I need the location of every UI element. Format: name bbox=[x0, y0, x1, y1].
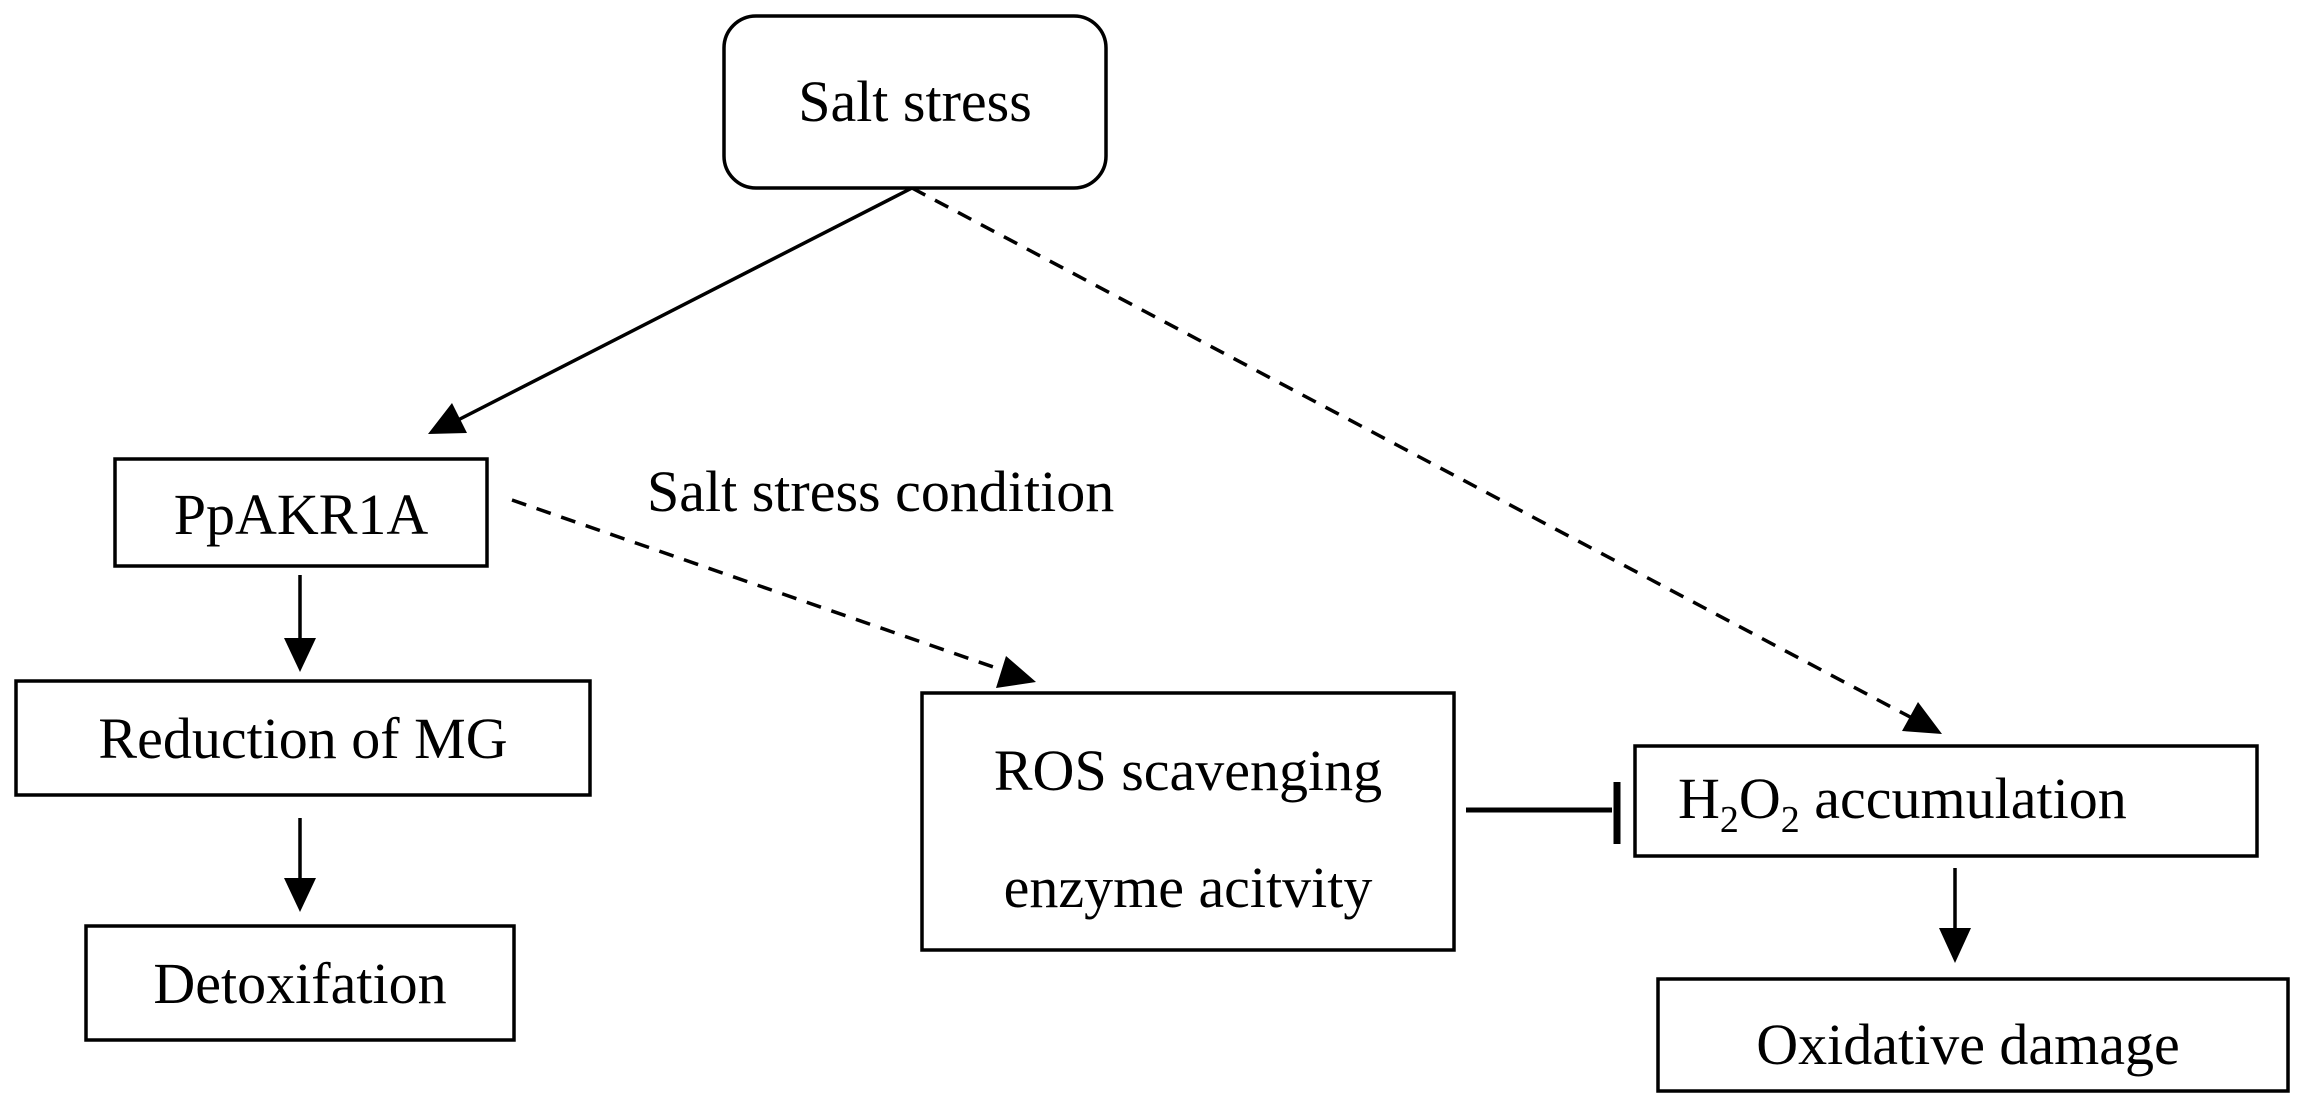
edge-ppakr1a-to-reduction-mg bbox=[284, 575, 316, 672]
node-ros-line2: enzyme acitvity bbox=[1004, 855, 1373, 920]
edge-salt-stress-to-h2o2 bbox=[911, 186, 1942, 734]
h2o2-rest: accumulation bbox=[1800, 766, 2127, 831]
node-h2o2-accumulation: H2O2 accumulation bbox=[1633, 744, 2259, 858]
node-h2o2-label: H2O2 accumulation bbox=[1678, 766, 2127, 841]
node-detoxification-label: Detoxifation bbox=[153, 951, 446, 1016]
h2o2-h: H bbox=[1678, 766, 1720, 831]
node-oxidative-damage: Oxidative damage bbox=[1656, 977, 2290, 1093]
node-reduction-of-mg: Reduction of MG bbox=[14, 679, 592, 797]
arrowhead bbox=[284, 638, 316, 672]
node-oxidative-damage-label: Oxidative damage bbox=[1756, 1012, 2180, 1077]
node-detoxification: Detoxifation bbox=[84, 924, 516, 1042]
label-salt-stress-condition: Salt stress condition bbox=[647, 459, 1114, 524]
arrowhead bbox=[1902, 702, 1942, 734]
node-ros-scavenging: ROS scavenging enzyme acitvity bbox=[920, 691, 1456, 952]
node-salt-stress-label: Salt stress bbox=[798, 69, 1032, 134]
arrowhead bbox=[996, 656, 1036, 688]
node-salt-stress: Salt stress bbox=[722, 14, 1108, 190]
edge-ros-inhibits-h2o2 bbox=[1466, 782, 1621, 844]
node-ros-line1: ROS scavenging bbox=[994, 738, 1382, 803]
arrowhead bbox=[1939, 928, 1971, 963]
node-ppakr1a-label: PpAKR1A bbox=[174, 482, 429, 547]
node-reduction-of-mg-label: Reduction of MG bbox=[98, 706, 507, 771]
h2o2-subscript-1: 2 bbox=[1720, 799, 1739, 841]
arrowhead bbox=[428, 403, 467, 434]
edge-reduction-mg-to-detox bbox=[284, 818, 316, 912]
edge-h2o2-to-oxidative-damage bbox=[1939, 868, 1971, 963]
h2o2-o: O bbox=[1739, 766, 1781, 831]
arrowhead bbox=[284, 878, 316, 912]
h2o2-subscript-2: 2 bbox=[1781, 799, 1800, 841]
edge-ppakr1a-to-ros bbox=[511, 498, 1036, 688]
node-ppakr1a: PpAKR1A bbox=[113, 457, 489, 568]
edge-salt-stress-to-ppakr1a bbox=[428, 186, 913, 434]
